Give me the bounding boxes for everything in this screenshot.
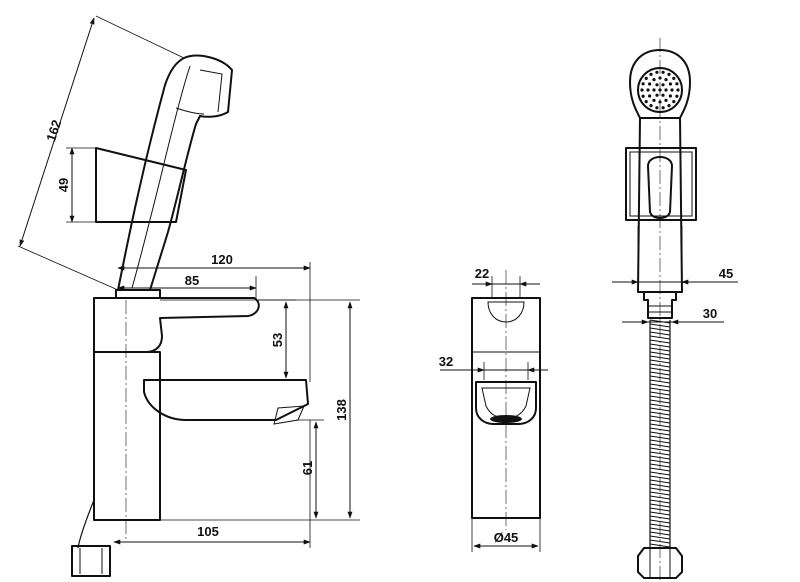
dim-45-holder: 45 [719,266,733,281]
side-dimensions: 162 49 120 85 53 138 61 105 [17,15,360,548]
side-connector [71,545,111,577]
dim-162: 162 [43,118,64,143]
handshower-connector [643,291,677,319]
dim-32: 32 [439,354,453,369]
dim-30-connector: 30 [703,306,717,321]
handshower-head [629,49,691,119]
side-body [93,351,161,521]
front-view [471,270,541,530]
side-handshower [117,54,233,291]
side-lever [93,297,260,353]
dim-49: 49 [56,178,71,192]
handshower-nut [637,547,683,579]
handshower-dimensions: 45 30 [612,226,738,325]
dim-85: 85 [185,273,199,288]
dim-120: 120 [211,252,233,267]
front-dimensions: 22 32 Ø45 [439,266,548,552]
handshower-holder [625,147,697,221]
side-view [71,54,309,577]
side-holder [95,147,187,223]
dim-53: 53 [270,333,285,347]
handshower-view [625,38,697,580]
front-spout [475,381,537,425]
spray-nozzles [640,70,680,110]
dim-diameter-45: Ø45 [494,530,519,545]
dim-105: 105 [197,524,219,539]
side-spout [143,379,309,421]
side-hose [77,499,95,549]
dim-61: 61 [300,461,315,475]
dim-22: 22 [475,266,489,281]
dim-138: 138 [334,399,349,421]
